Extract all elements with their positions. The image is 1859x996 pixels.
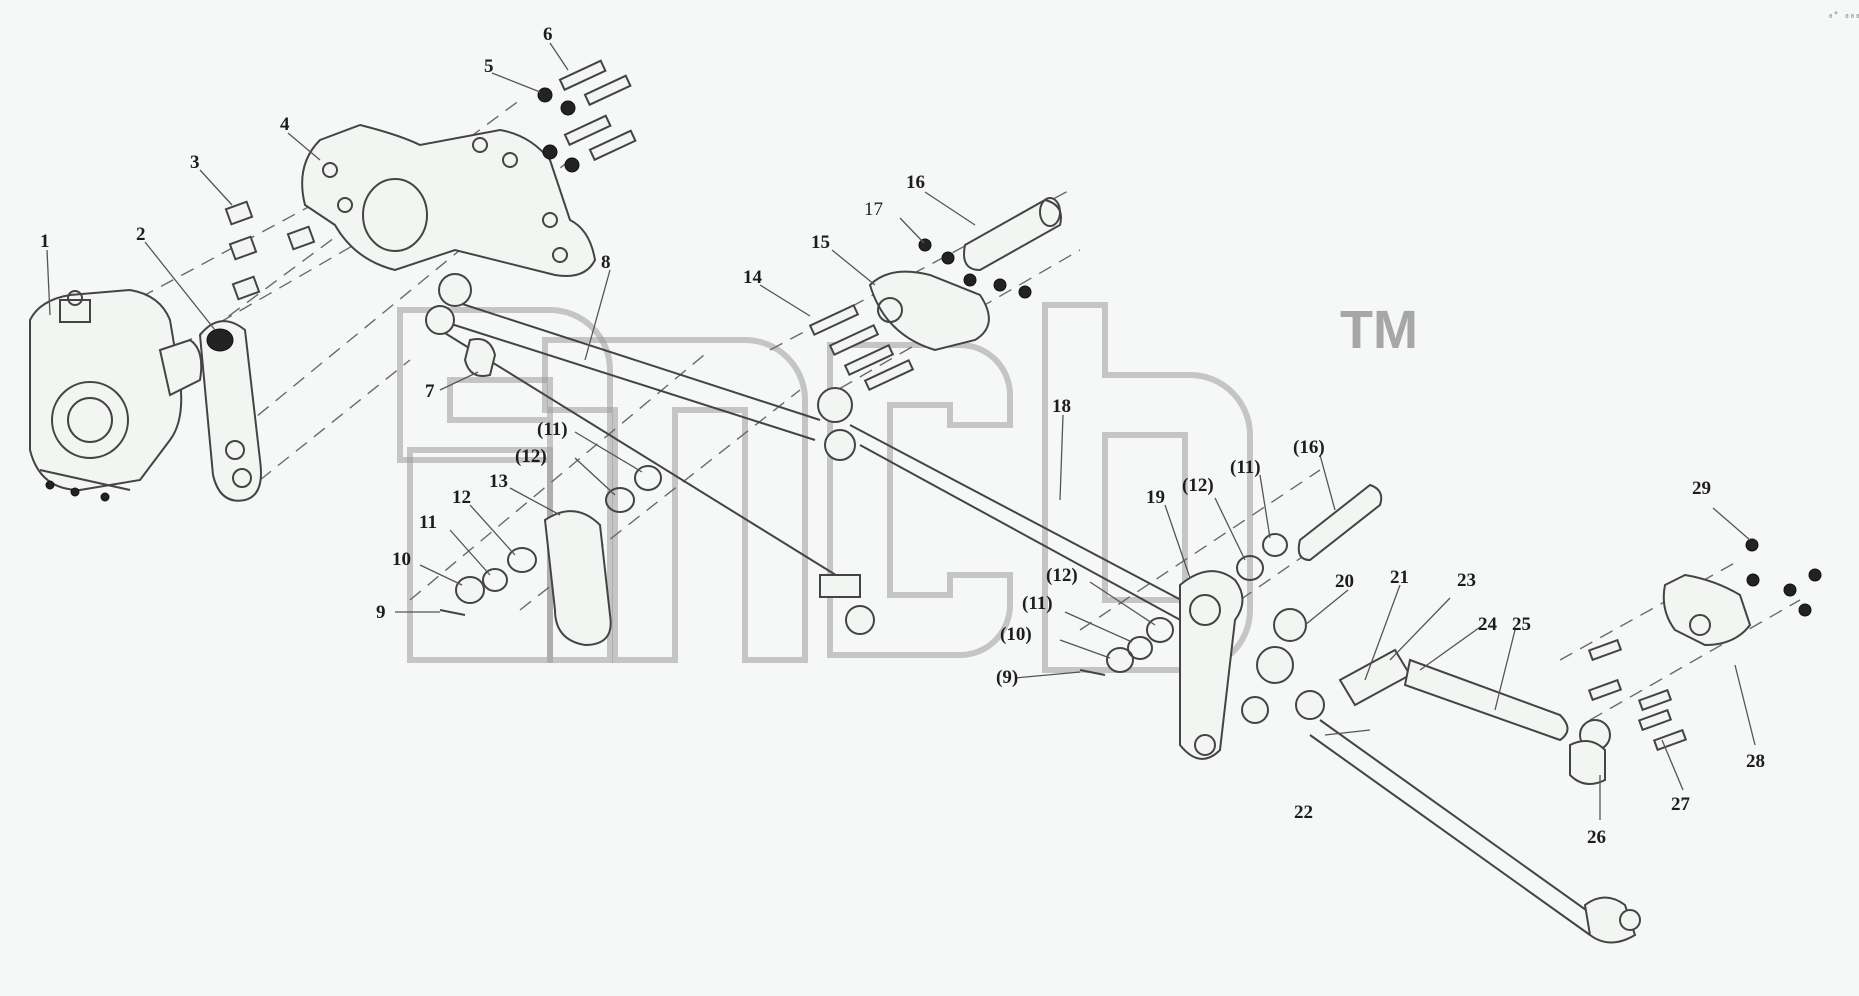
steering-gear-part-1 xyxy=(29,288,203,502)
label-16-paren: (16) xyxy=(1293,437,1325,458)
sleeve-part-16 xyxy=(963,197,1062,272)
label-11: 11 xyxy=(419,512,437,533)
label-19: 19 xyxy=(1146,487,1165,508)
right-bracket-parts-27-29 xyxy=(1587,538,1822,752)
label-12-paren-right: (12) xyxy=(1182,475,1214,496)
bolts-nuts-part-5-6 xyxy=(537,59,637,173)
label-18: 18 xyxy=(1052,396,1071,417)
label-10: 10 xyxy=(392,549,411,570)
label-25: 25 xyxy=(1512,614,1531,635)
label-7: 7 xyxy=(425,381,435,402)
bolts-part-3 xyxy=(224,200,316,301)
drag-link-part-8 xyxy=(425,273,875,635)
relay-rod-part-18 xyxy=(849,424,1201,629)
label-26: 26 xyxy=(1587,827,1606,848)
part-labels: 1 2 3 4 5 6 7 8 9 10 11 12 13 14 15 16 1… xyxy=(40,11,1859,848)
label-14: 14 xyxy=(743,267,763,288)
label-21: 21 xyxy=(1390,567,1409,588)
label-27: 27 xyxy=(1671,794,1691,815)
label-17: 17 xyxy=(864,199,883,220)
watermark-tm: TM xyxy=(1340,300,1418,360)
label-28: 28 xyxy=(1746,751,1765,772)
washers-nuts-right xyxy=(1079,483,1383,676)
bracket-part-4 xyxy=(301,123,597,277)
label-22: 22 xyxy=(1294,802,1313,823)
label-8: 8 xyxy=(601,252,611,273)
label-23: 23 xyxy=(1457,570,1476,591)
idler-arm-part-19 xyxy=(1179,570,1244,760)
clamp-part-7 xyxy=(463,338,497,377)
label-15: 15 xyxy=(811,232,830,253)
label-10-paren: (10) xyxy=(1000,624,1032,645)
label-2: 2 xyxy=(136,224,146,245)
label-9: 9 xyxy=(376,602,386,623)
washers-nuts-left xyxy=(439,465,662,647)
label-5: 5 xyxy=(484,56,494,77)
label-13: 13 xyxy=(489,471,508,492)
plate-and-bolts-14-15-17 xyxy=(808,238,1032,392)
label-11-paren-lower: (11) xyxy=(1022,593,1053,614)
leader-lines xyxy=(46,42,1756,820)
label-4: 4 xyxy=(280,114,290,135)
steering-cylinder-parts-20-25 xyxy=(1241,608,1641,944)
label-29: 29 xyxy=(1692,478,1711,499)
label-24: 24 xyxy=(1478,614,1498,635)
label-12-paren-left: (12) xyxy=(515,446,547,467)
label-6: 6 xyxy=(543,24,553,45)
label-1: 1 xyxy=(40,231,50,252)
label-20: 20 xyxy=(1335,571,1354,592)
label-3: 3 xyxy=(190,152,200,173)
corner-mark: ₀° ₀₀₀ xyxy=(1828,11,1859,21)
label-12-paren-lower: (12) xyxy=(1046,565,1078,586)
label-11-paren-right: (11) xyxy=(1230,457,1261,478)
label-16: 16 xyxy=(906,172,925,193)
label-9-paren: (9) xyxy=(996,667,1018,688)
pitman-arm-part-2 xyxy=(198,320,262,502)
label-11-paren-left: (11) xyxy=(537,419,568,440)
label-12: 12 xyxy=(452,487,471,508)
